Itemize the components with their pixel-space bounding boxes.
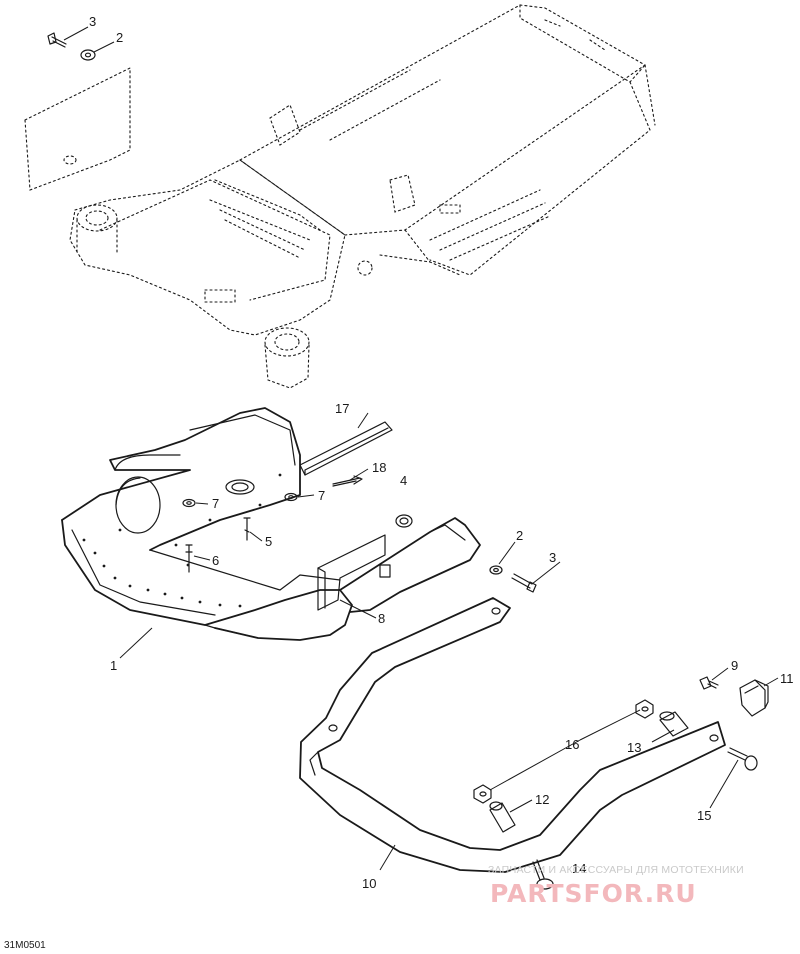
callout-3b: 3 bbox=[549, 550, 556, 565]
callout-7b: 7 bbox=[318, 488, 325, 503]
callout-14: 14 bbox=[572, 861, 586, 876]
watermark-logo: PARTSFOR.RU bbox=[490, 879, 697, 908]
cap-11 bbox=[739, 679, 769, 717]
bolt-14 bbox=[532, 859, 554, 890]
washer-7a bbox=[182, 498, 196, 508]
bolt-3a bbox=[47, 32, 67, 48]
rivet-6 bbox=[185, 544, 193, 573]
callout-16: 16 bbox=[565, 737, 579, 752]
callout-2a: 2 bbox=[116, 30, 123, 45]
washer-7b bbox=[284, 492, 298, 502]
callout-15: 15 bbox=[697, 808, 711, 823]
callout-9: 9 bbox=[731, 658, 738, 673]
callout-13: 13 bbox=[627, 740, 641, 755]
leader-lines bbox=[63, 26, 779, 871]
nut-16a bbox=[635, 699, 654, 719]
callout-2b: 2 bbox=[516, 528, 523, 543]
callouts: 3 2 17 18 4 7 7 5 6 8 1 2 3 9 11 16 13 1… bbox=[89, 14, 794, 891]
rivet-5 bbox=[243, 517, 251, 541]
bolt-3b bbox=[511, 573, 537, 593]
figure-code: 31M0501 bbox=[4, 940, 46, 951]
watermark-tagline: ЗАПЧАСТИ И АКСЕССУАРЫ ДЛЯ МОТОТЕХНИКИ bbox=[488, 864, 744, 876]
mount-bar-4 bbox=[339, 514, 481, 613]
chassis-outline bbox=[69, 4, 656, 389]
washer-2b bbox=[489, 565, 503, 575]
callout-12: 12 bbox=[535, 792, 549, 807]
callout-6: 6 bbox=[212, 553, 219, 568]
rear-plate bbox=[24, 67, 131, 191]
callout-3a: 3 bbox=[89, 14, 96, 29]
pin-18 bbox=[332, 475, 363, 487]
bracket-8 bbox=[317, 534, 391, 611]
bolt-9 bbox=[699, 676, 719, 690]
washer-2a bbox=[80, 49, 96, 61]
callout-7a: 7 bbox=[212, 496, 219, 511]
callout-4: 4 bbox=[400, 473, 407, 488]
callout-11: 11 bbox=[780, 671, 794, 686]
spacer-12 bbox=[489, 801, 516, 833]
callout-5: 5 bbox=[265, 534, 272, 549]
callout-17: 17 bbox=[335, 401, 349, 416]
skid-plate-rivets bbox=[82, 473, 282, 608]
watermark: ЗАПЧАСТИ И АКСЕССУАРЫ ДЛЯ МОТОТЕХНИКИ PA… bbox=[488, 864, 744, 908]
bolt-15 bbox=[727, 747, 758, 771]
strip-17 bbox=[299, 421, 393, 476]
spacer-13 bbox=[659, 711, 689, 737]
callout-8: 8 bbox=[378, 611, 385, 626]
callout-18: 18 bbox=[372, 460, 386, 475]
skid-plate bbox=[61, 407, 353, 641]
callout-10: 10 bbox=[362, 876, 376, 891]
nut-16b bbox=[473, 784, 492, 804]
bumper-10 bbox=[299, 597, 726, 873]
callout-1: 1 bbox=[110, 658, 117, 673]
